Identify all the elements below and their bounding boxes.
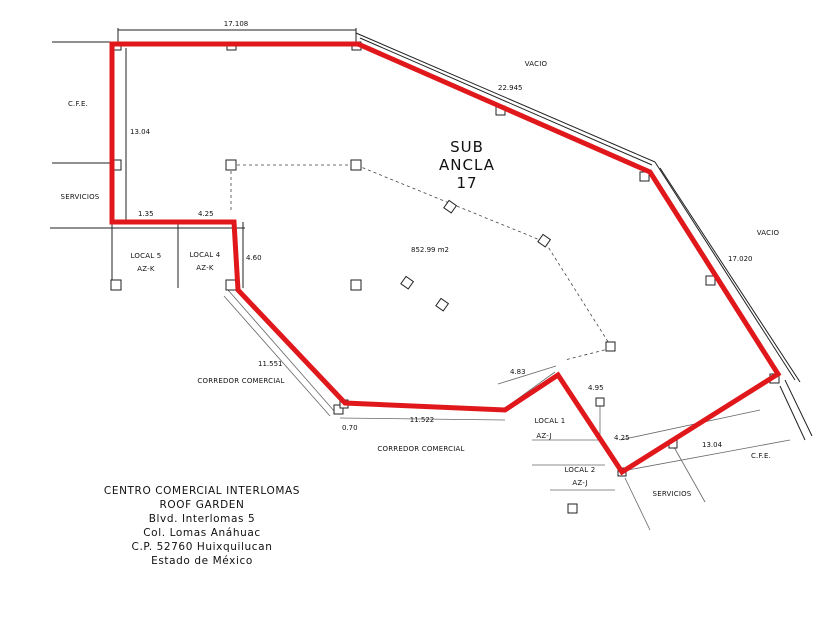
- label-local5-code: AZ-K: [137, 265, 155, 273]
- label-servicios-left: SERVICIOS: [61, 193, 100, 201]
- unit-number: 17: [456, 174, 477, 192]
- address-line2: ROOF GARDEN: [160, 499, 245, 511]
- dashed-lines: [230, 164, 613, 361]
- label-local1: LOCAL 1: [535, 417, 566, 425]
- dim-bottom-left-b: 4.25: [198, 210, 214, 218]
- room-labels: C.F.E. SERVICIOS VACIO VACIO LOCAL 5 AZ-…: [61, 60, 780, 498]
- column-markers: [110, 41, 780, 514]
- dim-top: 17.108: [224, 20, 249, 28]
- dim-left-side: 13.04: [130, 128, 151, 136]
- address-line1: CENTRO COMERCIAL INTERLOMAS: [104, 485, 300, 497]
- dim-step-height: 4.95: [588, 384, 604, 392]
- area-label: 852.99 m2: [411, 246, 449, 254]
- label-vacio-right: VACIO: [757, 229, 780, 237]
- building-lines: [50, 28, 813, 531]
- dimension-labels: 17.108 13.04 22.945 17.020 1.35 4.25 4.6…: [130, 20, 753, 449]
- address-line4: Col. Lomas Anáhuac: [143, 527, 261, 539]
- dim-step-width: 4.83: [510, 368, 526, 376]
- dim-bottom: 11.522: [410, 416, 435, 424]
- address-block: CENTRO COMERCIAL INTERLOMAS ROOF GARDEN …: [104, 485, 300, 567]
- unit-boundary: [109, 41, 782, 476]
- label-vacio-top: VACIO: [525, 60, 548, 68]
- address-line6: Estado de México: [151, 555, 253, 567]
- address-line3: Blvd. Interlomas 5: [149, 513, 256, 525]
- label-local2-code: AZ-J: [572, 479, 587, 487]
- label-local2: LOCAL 2: [565, 466, 596, 474]
- dim-step-lower: 4.25: [614, 434, 630, 442]
- dim-small-gap: 0.70: [342, 424, 358, 432]
- unit-name-line2: ANCLA: [439, 156, 495, 174]
- dim-bottom-left-a: 1.35: [138, 210, 154, 218]
- unit-name-line1: SUB: [450, 138, 484, 156]
- label-local1-code: AZ-J: [536, 432, 551, 440]
- dim-diagonal-top: 22.945: [498, 84, 523, 92]
- label-local4: LOCAL 4: [190, 251, 221, 259]
- dim-bottom-right: 13.04: [702, 441, 723, 449]
- label-local5: LOCAL 5: [131, 252, 162, 260]
- label-corredor1: CORREDOR COMERCIAL: [197, 377, 284, 385]
- dim-notch-height: 4.60: [246, 254, 262, 262]
- dim-right-side: 17.020: [728, 255, 753, 263]
- dim-diagonal-lower: 11.551: [258, 360, 283, 368]
- label-cfe-right: C.F.E.: [751, 452, 771, 460]
- label-cfe-left: C.F.E.: [68, 100, 88, 108]
- address-line5: C.P. 52760 Huixquilucan: [132, 541, 273, 553]
- label-servicios-bottom: SERVICIOS: [653, 490, 692, 498]
- label-local4-code: AZ-K: [196, 264, 214, 272]
- label-corredor2: CORREDOR COMERCIAL: [377, 445, 464, 453]
